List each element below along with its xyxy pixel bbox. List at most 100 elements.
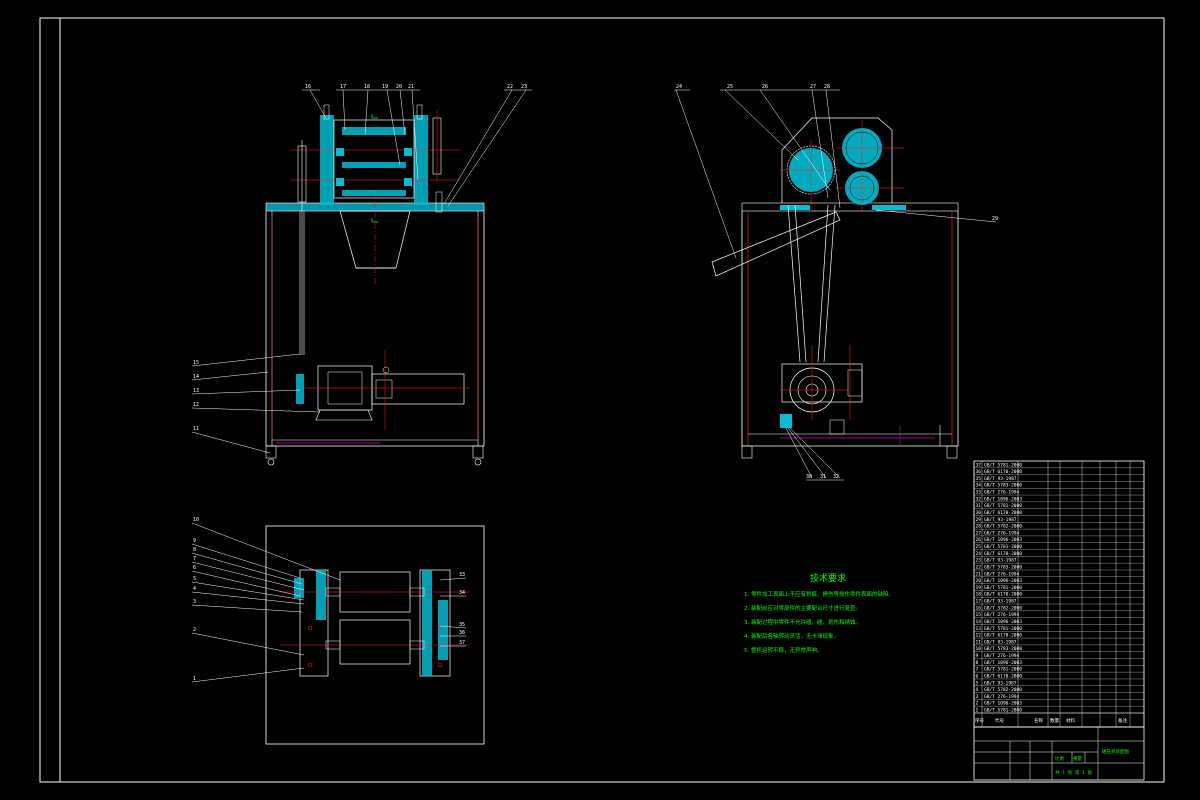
callout-22: 22 — [507, 84, 513, 90]
callout-1: 1 — [193, 676, 196, 682]
callout-15: 15 — [193, 360, 199, 366]
bom-row-code: GB/T 276-1994 — [984, 612, 1020, 618]
bom-row-index: 3 — [976, 694, 979, 700]
front-view-left-callouts: 15 14 13 12 11 — [191, 353, 321, 454]
callout-35: 35 — [459, 622, 465, 628]
bom-row-code: GB/T 5781-2000 — [984, 544, 1022, 550]
bom-row-index: 11 — [976, 639, 982, 645]
callout-29: 29 — [992, 216, 998, 222]
bom-row-code: GB/T 93-1987 — [984, 639, 1017, 645]
bom-header-cell: 序号 — [975, 717, 984, 724]
bom-row-code: GB/T 6170-2000 — [984, 673, 1022, 679]
callout-21: 21 — [408, 84, 414, 90]
bom-row-index: 21 — [976, 571, 982, 577]
callout-7: 7 — [193, 556, 196, 562]
top-view-left-callouts: 10 9 8 7 6 5 4 3 2 1 — [191, 517, 341, 683]
bom-row-code: GB/T 5782-2000 — [984, 524, 1022, 530]
tech-line: 1. 零件加工表面上不应有划痕、擦伤等损伤零件表面的缺陷。 — [744, 590, 894, 598]
callout-10: 10 — [193, 517, 199, 523]
bom-row-code: GB/T 93-1987 — [984, 680, 1017, 686]
top-view-right-callouts: 33 34 35 36 37 — [439, 572, 467, 647]
bom-row-index: 22 — [976, 564, 982, 570]
bom-row-code: GB/T 276-1994 — [984, 571, 1020, 577]
bom-row-code: GB/T 93-1987 — [984, 476, 1017, 482]
bom-row-code: GB/T 1096-2003 — [984, 578, 1022, 584]
callout-37: 37 — [459, 640, 465, 646]
bom-row-code: GB/T 93-1987 — [984, 558, 1017, 564]
bom-row-code: GB/T 5781-2000 — [984, 585, 1022, 591]
callout-2: 2 — [193, 627, 196, 633]
callout-13: 13 — [193, 388, 199, 394]
weight-label: 重量 — [1073, 755, 1082, 762]
tech-requirements-title: 技术要求 — [810, 572, 846, 584]
tech-line: 4. 装配后各轴转动灵活，无卡滞现象。 — [744, 632, 839, 640]
bom-row-code: GB/T 5782-2000 — [984, 605, 1022, 611]
bom-row-code: GB/T 1096-2003 — [984, 496, 1022, 502]
bom-row-index: 14 — [976, 619, 982, 625]
bom-row-index: 27 — [976, 530, 982, 536]
callout-28: 28 — [824, 84, 830, 90]
bom-row-index: 37 — [976, 462, 982, 468]
bom-row-index: 30 — [976, 510, 982, 516]
bom-row-index: 5 — [976, 680, 979, 686]
bom-row-index: 6 — [976, 673, 979, 679]
bom-row-code: GB/T 276-1994 — [984, 694, 1020, 700]
top-view — [265, 525, 485, 745]
bom-row-index: 33 — [976, 490, 982, 496]
callout-32: 32 — [833, 474, 839, 480]
bom-row-index: 35 — [976, 476, 982, 482]
bom-row-code: GB/T 1096-2003 — [984, 537, 1022, 543]
callout-30: 30 — [806, 474, 812, 480]
bom-header-cell: 数量 — [1050, 717, 1059, 724]
bom-row-code: GB/T 6170-2000 — [984, 551, 1022, 557]
bom-row-code: GB/T 6170-2000 — [984, 633, 1022, 639]
callout-34: 34 — [459, 590, 465, 596]
bom-row-code: GB/T 5781-2000 — [984, 462, 1022, 468]
bom-row-code: GB/T 5783-2000 — [984, 646, 1022, 652]
bom-row-index: 23 — [976, 558, 982, 564]
bom-row-index: 10 — [976, 646, 982, 652]
bom-row-code: GB/T 6170-2000 — [984, 592, 1022, 598]
bom-row-index: 15 — [976, 612, 982, 618]
bom-row-index: 2 — [976, 701, 979, 707]
bom-row-index: 29 — [976, 517, 982, 523]
callout-6: 6 — [193, 565, 196, 571]
callout-5: 5 — [193, 576, 196, 582]
bom-row-index: 25 — [976, 544, 982, 550]
callout-9: 9 — [193, 538, 196, 544]
bom-header-cell: 材料 — [1066, 717, 1075, 724]
bom-row-code: GB/T 276-1994 — [984, 530, 1020, 536]
bom-row-code: GB/T 5783-2000 — [984, 564, 1022, 570]
bom-row-index: 12 — [976, 633, 982, 639]
bom-row-index: 18 — [976, 592, 982, 598]
callout-25: 25 — [727, 84, 733, 90]
bom-row-index: 1 — [976, 708, 979, 714]
bom-row-index: 20 — [976, 578, 982, 584]
bom-row-code: GB/T 5783-2000 — [984, 483, 1022, 489]
callout-16: 16 — [305, 84, 311, 90]
bom-header-cell: 备注 — [1118, 717, 1127, 724]
callout-27: 27 — [810, 84, 816, 90]
tech-line: 3. 装配过程中零件不允许磕、碰、划伤和锈蚀。 — [744, 618, 861, 626]
sheet-info: 共 1 张 第 1 张 — [1055, 769, 1092, 776]
bom-row-code: GB/T 5781-2000 — [984, 626, 1022, 632]
callout-11: 11 — [193, 426, 199, 432]
tech-requirements: 技术要求 1. 零件加工表面上不应有划痕、擦伤等损伤零件表面的缺陷。 2. 装配… — [744, 572, 894, 654]
scale-label: 比例 — [1055, 755, 1064, 762]
bom-row-index: 19 — [976, 585, 982, 591]
bom-row-index: 34 — [976, 483, 982, 489]
bom-row-code: GB/T 6170-2000 — [984, 469, 1022, 475]
callout-24: 24 — [676, 84, 682, 90]
callout-18: 18 — [364, 84, 370, 90]
bom-row-index: 7 — [976, 667, 979, 673]
bom-row-code: GB/T 5781-2000 — [984, 503, 1022, 509]
bom-row-code: GB/T 1096-2003 — [984, 619, 1022, 625]
bom-row-index: 9 — [976, 653, 979, 659]
side-view — [711, 117, 959, 459]
callout-36: 36 — [459, 630, 465, 636]
bom-row-code: GB/T 93-1987 — [984, 599, 1017, 605]
callout-12: 12 — [193, 402, 199, 408]
tech-line: 5. 整机运转平稳，无异常声响。 — [744, 646, 823, 654]
